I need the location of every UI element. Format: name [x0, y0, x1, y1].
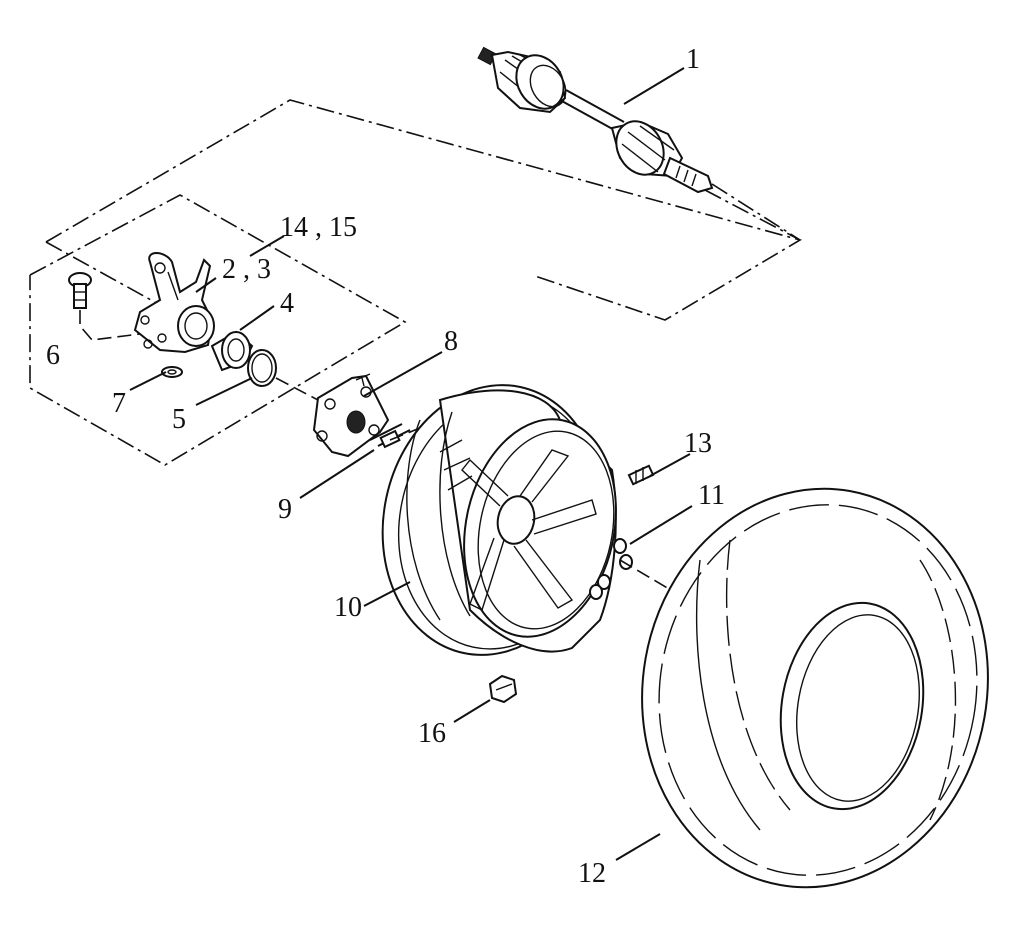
- wheel-bearing: [210, 330, 254, 372]
- washer: [161, 366, 183, 378]
- axis-line-hub: [275, 377, 319, 401]
- callout-labels: 1 2 , 3 4 5 6 7 8 9 10 11 12 13 14 , 15 …: [46, 44, 725, 889]
- callout-4: 4: [280, 288, 294, 319]
- callout-14-15: 14 , 15: [280, 212, 357, 243]
- knuckle-bolt: [68, 272, 141, 341]
- tire-valve: [627, 464, 655, 486]
- callout-1: 1: [686, 44, 700, 75]
- callout-11: 11: [698, 480, 725, 511]
- callout-12: 12: [578, 858, 606, 889]
- center-cap: [488, 674, 518, 704]
- callout-7: 7: [112, 388, 126, 419]
- callout-10: 10: [334, 592, 362, 623]
- tire: [641, 487, 989, 889]
- wheel-studs: [369, 423, 421, 449]
- callout-2-3: 2 , 3: [222, 254, 271, 285]
- callout-8: 8: [444, 326, 458, 357]
- callout-5: 5: [172, 404, 186, 435]
- alloy-wheel: [381, 384, 617, 656]
- callout-9: 9: [278, 494, 292, 525]
- drive-shaft: [477, 46, 801, 241]
- wheel-hub: [312, 373, 390, 458]
- callout-16: 16: [418, 718, 446, 749]
- callout-13: 13: [684, 428, 712, 459]
- snap-ring: [247, 349, 277, 387]
- steering-knuckle: [133, 252, 215, 354]
- leader-lines: [129, 67, 693, 861]
- callout-6: 6: [46, 340, 60, 371]
- assembly-boundary-inner: [29, 194, 407, 466]
